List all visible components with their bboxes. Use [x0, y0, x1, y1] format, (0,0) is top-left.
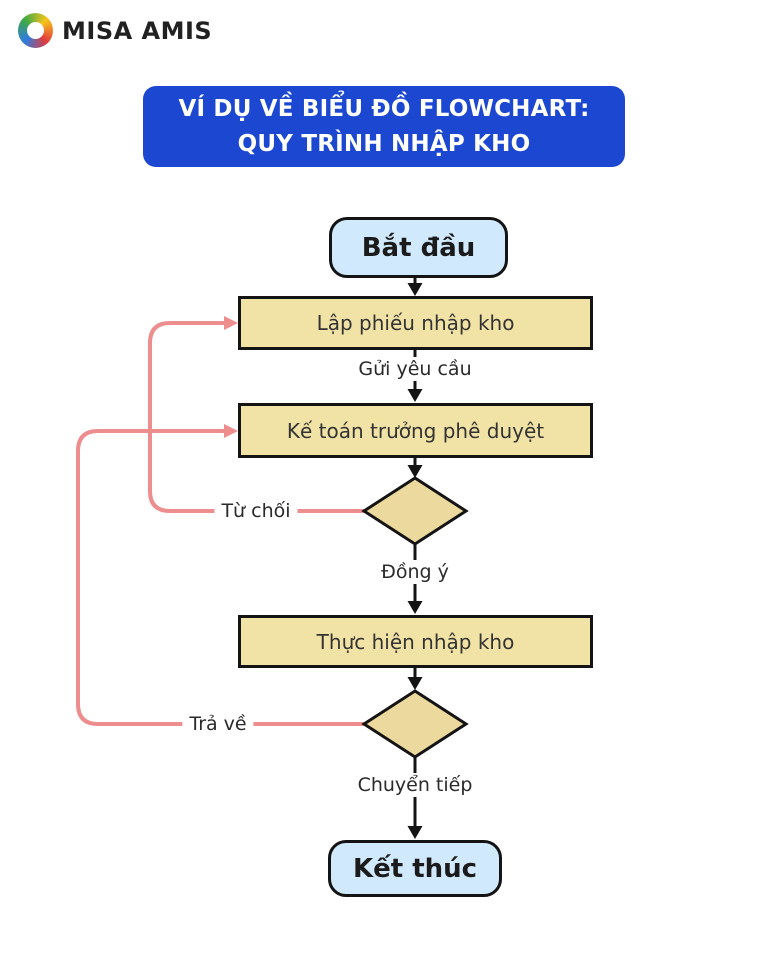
- feedback-reject-path: [148, 321, 364, 513]
- arrowhead-create-approve: [407, 389, 423, 402]
- arrowhead-start-create: [407, 283, 423, 296]
- arrowhead-reject: [224, 316, 238, 330]
- feedback-return-path: [76, 429, 364, 726]
- edge-label-forward: Chuyển tiếp: [350, 773, 480, 797]
- process-create-slip: Lập phiếu nhập kho: [238, 296, 593, 350]
- decision-diamond-execute: [361, 689, 469, 759]
- end-node: Kết thúc: [328, 840, 502, 897]
- process-approve: Kế toán trưởng phê duyệt: [238, 403, 593, 458]
- arrowhead-execute-decision2: [407, 677, 423, 690]
- edge-label-agree: Đồng ý: [374, 560, 456, 584]
- edge-label-send-request: Gửi yêu cầu: [351, 357, 479, 381]
- title-line-1: VÍ DỤ VỀ BIỂU ĐỒ FLOWCHART:: [178, 96, 590, 122]
- misa-pinwheel-icon: [18, 13, 53, 48]
- start-node: Bắt đầu: [329, 217, 508, 278]
- process-execute: Thực hiện nhập kho: [238, 615, 593, 668]
- edge-label-return: Trả về: [182, 712, 254, 736]
- decision-diamond-approve: [361, 476, 469, 546]
- arrowhead-decision2-end: [407, 826, 423, 839]
- arrowhead-return: [224, 424, 238, 438]
- arrowhead-decision1-execute: [407, 601, 423, 614]
- title-banner: VÍ DỤ VỀ BIỂU ĐỒ FLOWCHART: QUY TRÌNH NH…: [143, 86, 625, 167]
- brand-header: MISA AMIS: [18, 13, 212, 48]
- title-line-2: QUY TRÌNH NHẬP KHO: [237, 130, 531, 157]
- edge-label-reject: Từ chối: [214, 499, 298, 523]
- brand-name: MISA AMIS: [62, 16, 213, 45]
- arrowhead-approve-decision1: [407, 465, 423, 478]
